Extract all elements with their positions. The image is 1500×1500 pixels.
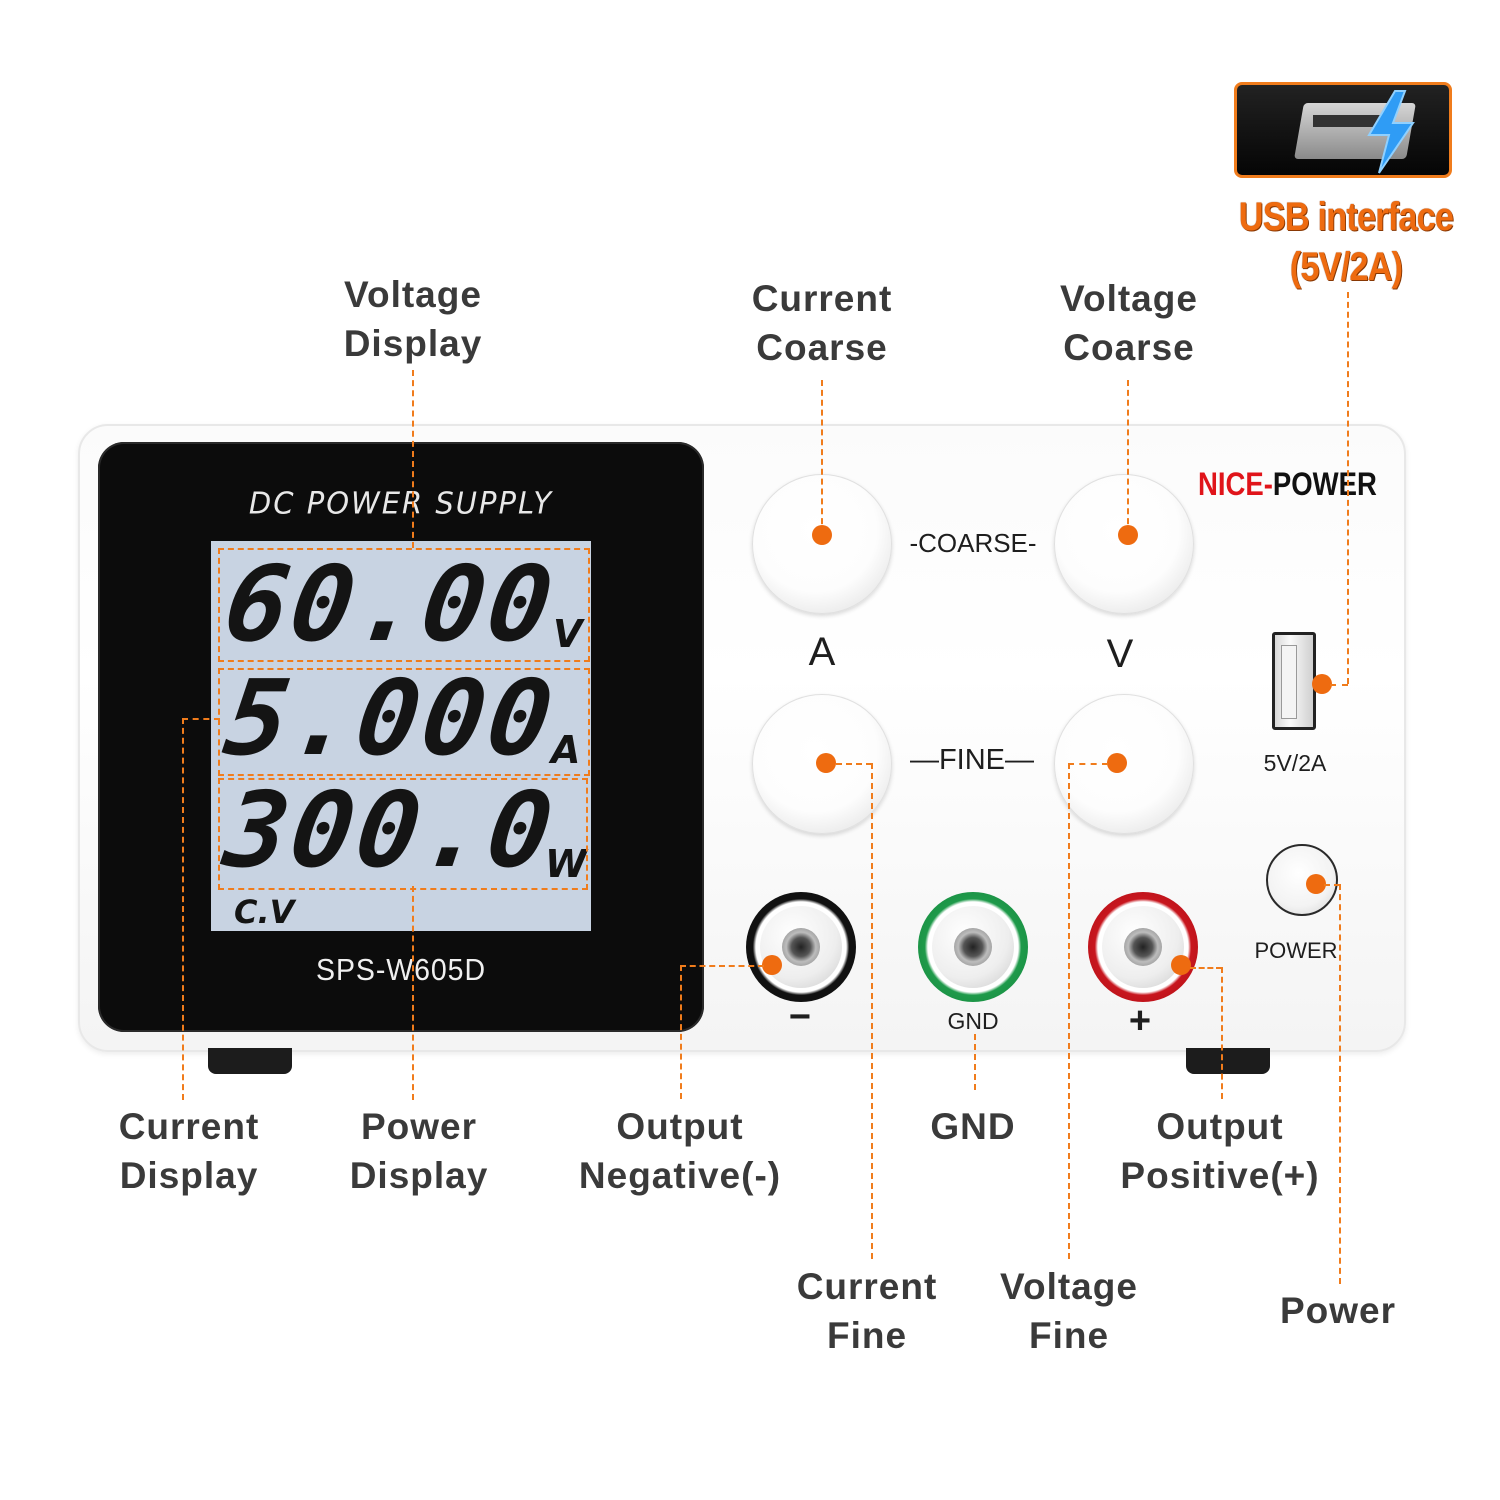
- voltage-unit: V: [553, 612, 583, 656]
- callout-power: Power: [1254, 1286, 1422, 1335]
- brand-logo: NICE-POWER: [1198, 466, 1377, 503]
- power-display-highlight: [218, 778, 588, 890]
- display-title: DC POWER SUPPLY: [248, 485, 554, 521]
- current-unit: A: [551, 728, 581, 772]
- usb-port[interactable]: [1272, 632, 1316, 730]
- callout-gnd: GND: [902, 1102, 1044, 1151]
- usb-port-tongue: [1281, 645, 1297, 719]
- marker-power-button: [1306, 874, 1326, 894]
- callout-power-line1: Power: [1279, 1290, 1397, 1331]
- right-foot: [1186, 1048, 1270, 1074]
- current-display-highlight: [218, 668, 590, 776]
- callout-output-negative-line1: Output: [616, 1106, 744, 1147]
- leader-power-v: [1339, 884, 1341, 1284]
- marker-current-coarse: [812, 525, 832, 545]
- positive-label: +: [1128, 1000, 1152, 1042]
- callout-power-display-line2: Display: [349, 1155, 489, 1196]
- leader-output-negative-v: [680, 965, 682, 1099]
- usb-interface-caption: USB interface (5V/2A): [1232, 192, 1459, 292]
- model-number: SPS-W605D: [316, 952, 486, 987]
- marker-output-positive: [1171, 955, 1191, 975]
- callout-current-display-line1: Current: [118, 1106, 260, 1147]
- fine-label: —FINE—: [909, 744, 1035, 776]
- lcd-screen: [211, 541, 591, 931]
- callout-gnd-line1: GND: [930, 1106, 1016, 1147]
- mode-indicator: C.V: [234, 893, 295, 931]
- callout-voltage-display-line1: Voltage: [344, 274, 482, 315]
- leader-output-positive-h: [1190, 967, 1222, 969]
- callout-power-display: Power Display: [318, 1102, 520, 1200]
- brand-part2: POWER: [1272, 466, 1377, 502]
- gnd-label: GND: [947, 1008, 999, 1034]
- negative-terminal[interactable]: [746, 892, 856, 1002]
- usb-inset-image: [1234, 82, 1452, 178]
- callout-current-fine-line2: Fine: [826, 1315, 908, 1356]
- leader-usb-v: [1347, 292, 1349, 684]
- left-foot: [208, 1048, 292, 1074]
- callout-output-negative-line2: Negative(-): [578, 1155, 782, 1196]
- usb-contacts-graphic: [1313, 115, 1393, 127]
- power-button-label: POWER: [1254, 938, 1338, 963]
- callout-current-coarse-line2: Coarse: [756, 327, 888, 368]
- power-unit: W: [545, 842, 587, 886]
- callout-voltage-display: Voltage Display: [302, 270, 524, 368]
- positive-terminal[interactable]: [1088, 892, 1198, 1002]
- gnd-terminal[interactable]: [918, 892, 1028, 1002]
- callout-voltage-coarse: Voltage Coarse: [1018, 274, 1240, 372]
- marker-usb-port: [1312, 674, 1332, 694]
- callout-current-coarse-line1: Current: [751, 278, 893, 319]
- leader-gnd: [974, 1034, 976, 1090]
- negative-label: −: [788, 996, 812, 1038]
- callout-voltage-fine-line2: Fine: [1028, 1315, 1110, 1356]
- leader-current-display-h: [182, 718, 220, 720]
- coarse-label: -COARSE-: [909, 528, 1037, 558]
- callout-output-positive-line2: Positive(+): [1120, 1155, 1320, 1196]
- voltage-knob-label: V: [1106, 632, 1134, 676]
- callout-current-fine-line1: Current: [796, 1266, 938, 1307]
- voltage-display-highlight: [218, 548, 590, 662]
- callout-voltage-fine-line1: Voltage: [1000, 1266, 1138, 1307]
- power-button[interactable]: [1266, 844, 1338, 916]
- callout-current-display-line2: Display: [119, 1155, 259, 1196]
- current-knob-label: A: [808, 630, 836, 674]
- brand-part1: NICE-: [1198, 466, 1273, 502]
- callout-output-positive: Output Positive(+): [1100, 1102, 1340, 1200]
- callout-current-coarse: Current Coarse: [712, 274, 932, 372]
- leader-voltage-fine-v: [1068, 763, 1070, 1259]
- marker-current-fine: [816, 753, 836, 773]
- callout-voltage-display-line2: Display: [343, 323, 483, 364]
- callout-voltage-fine: Voltage Fine: [972, 1262, 1166, 1360]
- leader-current-fine-v: [871, 763, 873, 1259]
- leader-current-coarse: [821, 380, 823, 534]
- callout-output-positive-line1: Output: [1156, 1106, 1284, 1147]
- callout-voltage-coarse-line1: Voltage: [1060, 278, 1198, 319]
- marker-output-negative: [762, 955, 782, 975]
- lightning-bolt-icon: [1367, 90, 1415, 174]
- callout-output-negative: Output Negative(-): [560, 1102, 800, 1200]
- leader-output-positive-v: [1221, 967, 1223, 1099]
- leader-voltage-display: [412, 370, 414, 548]
- marker-voltage-coarse: [1118, 525, 1138, 545]
- usb-label: 5V/2A: [1263, 750, 1327, 776]
- leader-power-display: [412, 886, 414, 1100]
- usb-interface-caption-line1: USB interface: [1238, 195, 1454, 239]
- callout-voltage-coarse-line2: Coarse: [1063, 327, 1195, 368]
- usb-interface-caption-line2: (5V/2A): [1289, 245, 1403, 289]
- leader-current-display-v: [182, 718, 184, 1100]
- leader-usb-h: [1330, 684, 1348, 686]
- leader-voltage-coarse: [1127, 380, 1129, 534]
- leader-voltage-fine-h: [1068, 763, 1108, 765]
- callout-current-fine: Current Fine: [770, 1262, 964, 1360]
- callout-current-display: Current Display: [88, 1102, 290, 1200]
- leader-power-h: [1324, 884, 1340, 886]
- leader-output-negative-h: [680, 965, 764, 967]
- marker-voltage-fine: [1107, 753, 1127, 773]
- callout-power-display-line1: Power: [360, 1106, 478, 1147]
- leader-current-fine-h: [836, 763, 872, 765]
